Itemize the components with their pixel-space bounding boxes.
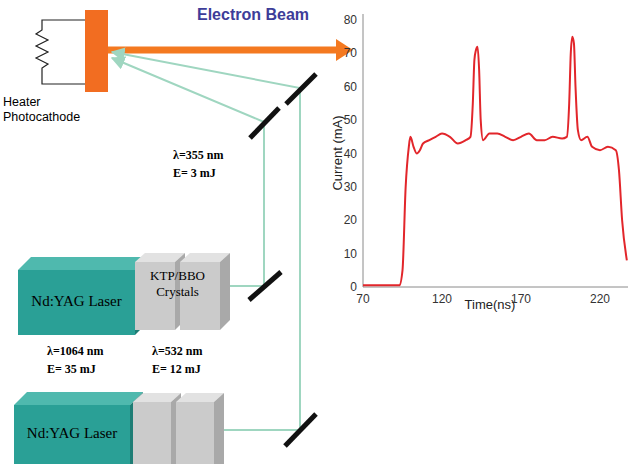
axis-title: Current (mA)	[330, 115, 346, 190]
beam-label: Electron Beam	[197, 5, 309, 24]
laser-beams	[112, 52, 300, 430]
laser-parameters: λ=532 nm E= 12 mJ	[152, 342, 214, 378]
axis-title: Time(ns)	[465, 297, 516, 313]
tick-label: 20	[344, 213, 357, 227]
tick-label: 120	[432, 292, 452, 306]
crystal-pair	[135, 253, 230, 330]
tick-label: 10	[344, 246, 357, 260]
laser-parameters: λ=355 nm E= 3 mJ	[173, 146, 235, 182]
photocathode	[85, 10, 108, 92]
tick-label: 0	[350, 280, 357, 294]
mirrors	[249, 74, 316, 446]
laser-box: Nd:YAG Laser	[14, 405, 130, 464]
tick-label: 50	[344, 113, 357, 127]
laser-box: Nd:YAG Laser	[18, 270, 135, 335]
current-curve	[363, 37, 627, 286]
box-label: Nd:YAG Laser	[27, 424, 117, 443]
current-trace	[363, 37, 627, 286]
chart-axes	[363, 14, 628, 287]
crystal-box: KTP/BBO Crystals	[135, 262, 220, 330]
laser-body	[18, 257, 148, 335]
tick-label: 70	[344, 46, 357, 60]
tick-label: 70	[356, 292, 369, 306]
component-label: Heater Photocathode	[3, 95, 91, 125]
heater-resistor	[36, 20, 85, 84]
laser-parameters: λ=1064 nm E= 35 mJ	[47, 342, 115, 378]
electron-beam	[108, 47, 338, 54]
tick-label: 80	[344, 13, 357, 27]
tick-label: 220	[590, 292, 610, 306]
tick-label: 30	[344, 180, 357, 194]
tick-label: 170	[511, 292, 531, 306]
box-label: Nd:YAG Laser	[31, 292, 121, 311]
box-label: KTP/BBO Crystals	[139, 268, 216, 301]
tick-label: 60	[344, 80, 357, 94]
tick-label: 40	[344, 146, 357, 160]
crystal-pair	[133, 393, 224, 464]
laser-body	[14, 392, 143, 464]
